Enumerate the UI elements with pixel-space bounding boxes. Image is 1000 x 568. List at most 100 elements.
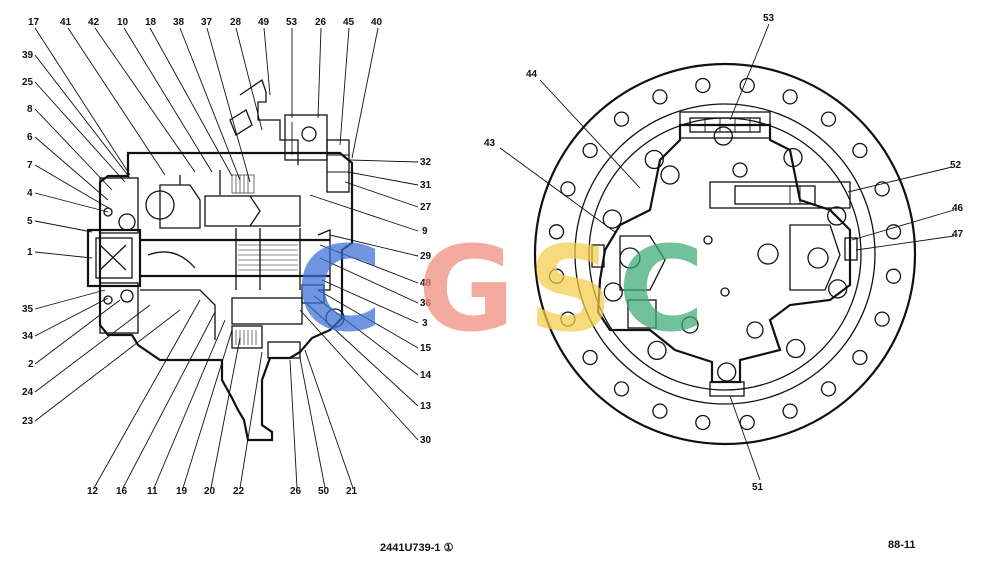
callout-label: 31	[420, 180, 432, 191]
callout-label: 53	[763, 13, 775, 24]
bolt-hole	[820, 381, 837, 397]
bolt-hole	[652, 89, 668, 105]
callout-label: 32	[420, 157, 432, 168]
bolt-hole	[885, 224, 902, 240]
callout-label: 27	[420, 202, 432, 213]
callout-label: 47	[952, 229, 964, 240]
callout-label: 29	[420, 251, 432, 262]
watermark-letter: G	[418, 220, 515, 358]
callout-label: 8	[27, 104, 33, 115]
watermark-letter: C	[618, 220, 705, 358]
callout-label: 44	[526, 69, 538, 80]
page-number: 88-11	[888, 539, 916, 551]
callout-label: 53	[286, 17, 298, 28]
callout-label: 36	[420, 298, 432, 309]
bolt-hole	[827, 206, 847, 226]
callouts-right-view: 53 44 43 52 46 47 51	[484, 13, 964, 493]
bolt-hole	[874, 181, 890, 197]
callout-label: 37	[201, 17, 213, 28]
end-view	[533, 62, 917, 446]
callout-label: 3	[422, 318, 428, 329]
callout-label: 14	[420, 370, 432, 381]
callout-label: 50	[318, 486, 330, 497]
bolt-hole	[782, 89, 798, 105]
bolt-hole	[695, 414, 711, 431]
leader-lines-left	[34, 27, 419, 489]
drawing-number: 2441U739-1 ①	[380, 542, 454, 554]
callout-label: 45	[343, 17, 355, 28]
callout-label: 20	[204, 486, 216, 497]
bolt-hole	[602, 209, 622, 229]
callout-label: 41	[60, 17, 72, 28]
callout-label: 30	[420, 435, 432, 446]
bolt-hole	[852, 349, 868, 366]
callout-label: 1	[27, 247, 33, 258]
callout-label: 16	[116, 486, 128, 497]
callout-label: 48	[420, 278, 432, 289]
bolt-hole	[852, 142, 868, 159]
bolt-hole	[613, 111, 630, 127]
callout-label: 24	[22, 387, 34, 398]
callout-label: 46	[952, 203, 964, 214]
sectional-view	[86, 78, 354, 442]
callout-label: 2	[28, 359, 34, 370]
callout-label: 35	[22, 304, 34, 315]
bolt-hole	[786, 338, 806, 359]
bolt-hole	[548, 268, 565, 284]
bolt-hole	[695, 77, 711, 94]
bolt-hole	[582, 142, 598, 159]
callout-label: 15	[420, 343, 432, 354]
callout-label: 6	[27, 132, 33, 143]
callout-label: 40	[371, 17, 383, 28]
bolt-hole	[874, 311, 890, 327]
callout-label: 7	[27, 160, 33, 171]
callout-label: 43	[484, 138, 496, 149]
callout-label: 26	[290, 486, 302, 497]
bolt-hole	[647, 340, 667, 361]
watermark-logo: C G S C	[296, 220, 705, 358]
watermark-letter: C	[296, 220, 383, 358]
bolt-hole	[713, 126, 733, 146]
bolt-hole	[885, 268, 902, 284]
callout-label: 39	[22, 50, 34, 61]
bolt-hole	[603, 282, 623, 302]
callout-label: 10	[117, 17, 129, 28]
callout-label: 21	[346, 486, 358, 497]
callout-label: 12	[87, 486, 99, 497]
bolt-hole	[582, 349, 598, 366]
bolt-hole	[820, 111, 837, 127]
leader-lines-right	[499, 23, 955, 481]
callout-label: 49	[258, 17, 270, 28]
bolt-hole	[828, 279, 848, 299]
callout-label: 19	[176, 486, 188, 497]
bolt-hole	[560, 181, 576, 197]
callouts-left-view: 17 41 42 10 18 38 37 28 49 53 26 45 40 3…	[22, 17, 432, 497]
callout-label: 51	[752, 482, 764, 493]
callout-label: 22	[233, 486, 245, 497]
bolt-hole	[782, 403, 798, 419]
bolt-hole	[613, 381, 630, 397]
callout-label: 11	[147, 486, 158, 497]
watermark-letter: S	[528, 220, 613, 358]
callout-label: 42	[88, 17, 100, 28]
bolt-hole	[644, 149, 664, 170]
callout-label: 34	[22, 331, 34, 342]
bolt-hole	[548, 224, 565, 240]
callout-label: 13	[420, 401, 432, 412]
callout-label: 26	[315, 17, 327, 28]
bolt-hole	[717, 362, 737, 382]
bolt-hole	[560, 311, 576, 327]
callout-label: 9	[422, 226, 428, 237]
callout-label: 25	[22, 77, 34, 88]
callout-label: 17	[28, 17, 40, 28]
callout-label: 4	[27, 188, 33, 199]
callout-label: 18	[145, 17, 157, 28]
callout-label: 5	[27, 216, 33, 227]
callout-label: 23	[22, 416, 34, 427]
bolt-hole	[739, 414, 755, 431]
callout-label: 38	[173, 17, 185, 28]
bolt-hole	[652, 403, 668, 419]
callout-label: 52	[950, 160, 962, 171]
bolt-hole-ring	[548, 77, 902, 431]
